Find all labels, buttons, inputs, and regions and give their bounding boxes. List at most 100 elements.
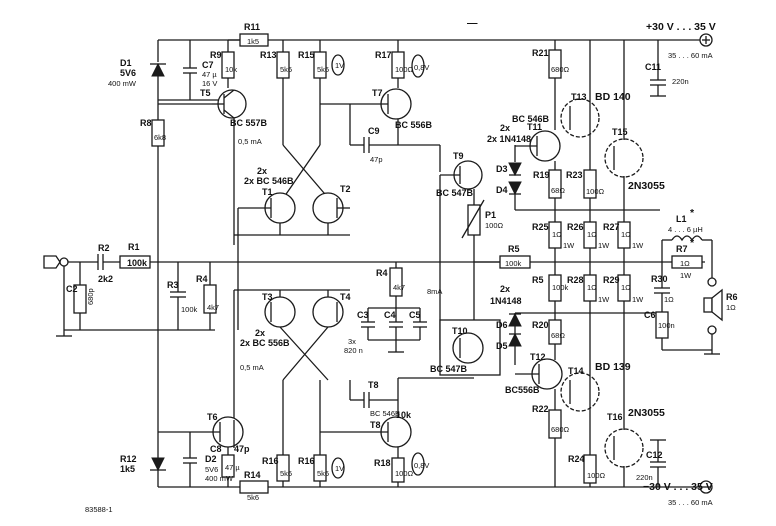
mark-r7: *: [690, 237, 695, 249]
value-c3-c5-count: 3x: [348, 337, 356, 346]
value-t7: BC 556B: [395, 120, 433, 130]
negative-supply-current: 35 . . . 60 mA: [668, 498, 713, 507]
label-c3: C3: [357, 310, 369, 320]
label-t9: T9: [453, 151, 464, 161]
extra-r25: 1W: [563, 241, 575, 250]
label-r12: R14: [244, 470, 261, 480]
figure-id: 83588-1: [85, 505, 113, 514]
label-c7: C7: [202, 60, 214, 70]
value-t14: BD 139: [595, 361, 631, 373]
extra-r15: 1V: [335, 61, 344, 70]
extra-r7: 1W: [680, 271, 692, 280]
value-p1: 100Ω: [485, 221, 504, 230]
current-upper: 0,5 mA: [238, 137, 262, 146]
value-t1-t2: 2x BC 546B: [244, 176, 294, 186]
label-r18: R18: [374, 458, 391, 468]
value-r26: 1Ω: [587, 230, 597, 239]
label-r19: R19: [533, 170, 550, 180]
value-r4: 4k7: [393, 283, 405, 292]
label-t2: T2: [340, 184, 351, 194]
value-t13: BD 140: [595, 91, 631, 103]
value-r15: 5k6: [317, 65, 329, 74]
value-r28: 100k: [552, 283, 569, 292]
label-r2: R1: [128, 242, 140, 252]
label-c2: R3: [167, 280, 179, 290]
input-stage: R2 2k2 R1 100k C2 680p R3 100k R4 4k7: [43, 242, 245, 337]
value-r20: 68Ω: [551, 331, 565, 340]
label-t7: T7: [372, 88, 383, 98]
value-c9: 47p: [370, 155, 383, 164]
label-r21: R21: [532, 48, 549, 58]
label-t3-t4-count: 2x: [255, 328, 265, 338]
label-r24: R24: [568, 454, 585, 464]
label-r25: R25: [532, 222, 549, 232]
value-r9: 10k: [225, 65, 237, 74]
t10-stage: T10 BC 547B D6 D5 2x 1N4148: [430, 284, 522, 376]
value-c12: 220n: [636, 473, 653, 482]
label-d5: D5: [496, 341, 508, 351]
label-r14: R16: [262, 456, 279, 466]
label-r16-visible: R16: [298, 456, 315, 466]
label-r26: R26: [567, 222, 584, 232]
label-c4: C4: [384, 310, 396, 320]
label-c9: C9: [368, 126, 380, 136]
label-r15: R15: [298, 50, 315, 60]
value-r25: 1Ω: [552, 230, 562, 239]
value-t11: BC 546B: [512, 114, 550, 124]
value-c3-c5: 820 n: [344, 346, 363, 355]
negative-supply-label: −30 V . . . 35 V: [643, 481, 713, 493]
transistor-t14: [560, 372, 600, 412]
value-r13: 5k6: [280, 65, 292, 74]
label-r27: R27: [603, 222, 620, 232]
label-c10: T8: [368, 380, 379, 390]
extra-c7: 16 V: [202, 79, 217, 88]
label-c1: R2: [98, 243, 110, 253]
extra-r26: 1W: [598, 241, 610, 250]
label-d2: R12: [120, 454, 137, 464]
label-d4: D4: [496, 185, 508, 195]
current-bias: 8mA: [427, 287, 442, 296]
label-t11: T11: [527, 122, 542, 132]
loudspeaker-icon: [703, 297, 713, 313]
transistor-t10: [452, 332, 484, 364]
value-t3-t4: 2x BC 556B: [240, 338, 290, 348]
transistor-t15: [604, 138, 644, 178]
value-r19: 68Ω: [551, 186, 565, 195]
value-c7: 47 µ: [202, 70, 217, 79]
value-r10: 47 µ: [225, 463, 240, 472]
label-r13: R13: [260, 50, 277, 60]
value-d5-d6: 1N4148: [490, 296, 522, 306]
value-t10: BC 547B: [430, 364, 468, 374]
value-c11: 220n: [672, 77, 689, 86]
label-t16: T16: [607, 412, 623, 422]
feedback-network: R5 R4 4k7 C3 C4 C5 3x 820 n 8mA: [344, 262, 442, 355]
value-r2: 100k: [127, 258, 148, 268]
label-r6: C6: [644, 310, 656, 320]
extra-r27: 1W: [632, 241, 644, 250]
value-r7: 1Ω: [680, 259, 690, 268]
label-r5-visible: R5: [508, 244, 520, 254]
label-r4-visible: R4: [376, 268, 388, 278]
extra-r30: 1W: [632, 295, 644, 304]
top-mark: —: [467, 17, 478, 29]
value-c6: 1Ω: [664, 295, 674, 304]
upper-diff-pair: R13 5k6 R15 5k6 1V 2x 2x BC 546B T1 T2: [234, 40, 351, 330]
label-t3: T3: [262, 292, 273, 302]
label-c6: R30: [651, 274, 668, 284]
current-lower: 0,5 mA: [240, 363, 264, 372]
mark-l1: *: [690, 207, 695, 219]
value-t16: 2N3055: [628, 407, 665, 419]
extra-d1: 400 mW: [108, 79, 137, 88]
value-r3: 4k7: [207, 303, 219, 312]
label-ls: R6: [726, 292, 738, 302]
extra-r29: 1W: [598, 295, 610, 304]
value-r22: 680Ω: [551, 425, 570, 434]
label-d1: D1: [120, 58, 132, 68]
positive-supply-label: +30 V . . . 35 V: [646, 21, 716, 33]
extra-r16: 1V: [335, 464, 344, 473]
value-c1: 2k2: [98, 274, 113, 284]
label-c5: C5: [409, 310, 421, 320]
value-d2: 1k5: [120, 464, 135, 474]
inductor-l1: [671, 235, 703, 242]
